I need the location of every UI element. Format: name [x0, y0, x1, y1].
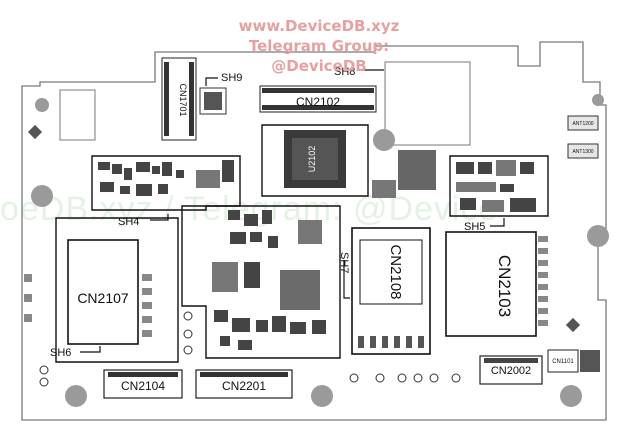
mount-hole [587, 225, 609, 247]
sh6-arrow [80, 346, 101, 353]
sh7-shield-outline [181, 205, 341, 359]
mount-hole [592, 94, 604, 106]
label-sh9: SH9 [221, 72, 242, 84]
fiducial [565, 317, 581, 333]
cn2102-connector [259, 85, 377, 113]
sh7-arrow [343, 260, 350, 299]
sh9-arrow [205, 77, 218, 86]
label-cn1701: CN1701 [178, 83, 188, 116]
sh4-components [98, 160, 234, 196]
cn2108-body [351, 227, 431, 355]
label-cn2002: CN2002 [491, 365, 531, 377]
mount-hole [373, 129, 395, 151]
label-sh7: SH7 [338, 252, 350, 273]
label-sh6: SH6 [50, 347, 71, 359]
sh5-arrow [490, 218, 505, 227]
board-outline [21, 41, 607, 421]
sh5-components [372, 150, 536, 212]
cn2002-stripe [484, 358, 538, 363]
sh5-shield-outline [449, 155, 549, 217]
board-inner-cutout [59, 89, 96, 141]
label-cn2103: CN2103 [495, 255, 514, 317]
cn2201-stripe [200, 372, 288, 377]
sh6-shield-outline [55, 217, 179, 363]
ant1300-pad [567, 143, 599, 159]
mount-hole [35, 98, 49, 112]
label-ant1200: ANT1200 [572, 121, 593, 127]
cn1101-pad [580, 350, 600, 372]
label-ant1300: ANT1300 [572, 149, 593, 155]
cn1701-connector [161, 57, 197, 141]
cn2103-pins [538, 236, 548, 326]
sh4-shield-outline [91, 155, 241, 211]
label-cn2104: CN2104 [121, 379, 165, 393]
label-sh8: SH8 [334, 66, 355, 78]
label-cn2108: CN2108 [387, 244, 404, 299]
mount-hole [311, 385, 333, 407]
label-u2102: U2102 [307, 146, 317, 173]
left-edge-pads [24, 274, 32, 322]
sh8-frame [384, 61, 471, 146]
mount-hole [65, 385, 87, 407]
fiducial [27, 124, 43, 140]
u2102-shield-outline [261, 124, 369, 197]
mount-hole [560, 385, 582, 407]
shield-arrows [80, 69, 505, 353]
mount-holes [31, 94, 609, 407]
cn2108-pins [358, 336, 424, 348]
label-cn2107: CN2107 [77, 290, 129, 306]
label-sh5: SH5 [464, 221, 485, 233]
u2102-chip [284, 130, 346, 188]
label-sh4: SH4 [118, 216, 139, 228]
ant1200-pad [567, 115, 599, 131]
cn2107-body [67, 239, 139, 345]
sh4-arrow [150, 214, 169, 221]
cn2104-stripe [108, 372, 178, 377]
bottom-test-pads [39, 311, 461, 387]
label-cn1101: CN1101 [552, 359, 574, 365]
cn2107-pins [142, 274, 152, 337]
sh9-chip [199, 87, 227, 115]
sh7-components [212, 210, 326, 350]
label-cn2201: CN2201 [222, 379, 266, 393]
mount-hole [31, 185, 53, 207]
cn1101-body [547, 349, 579, 373]
cn2103-body [445, 231, 537, 337]
label-cn2102: CN2102 [296, 95, 340, 109]
cn2108-inner [359, 239, 423, 305]
